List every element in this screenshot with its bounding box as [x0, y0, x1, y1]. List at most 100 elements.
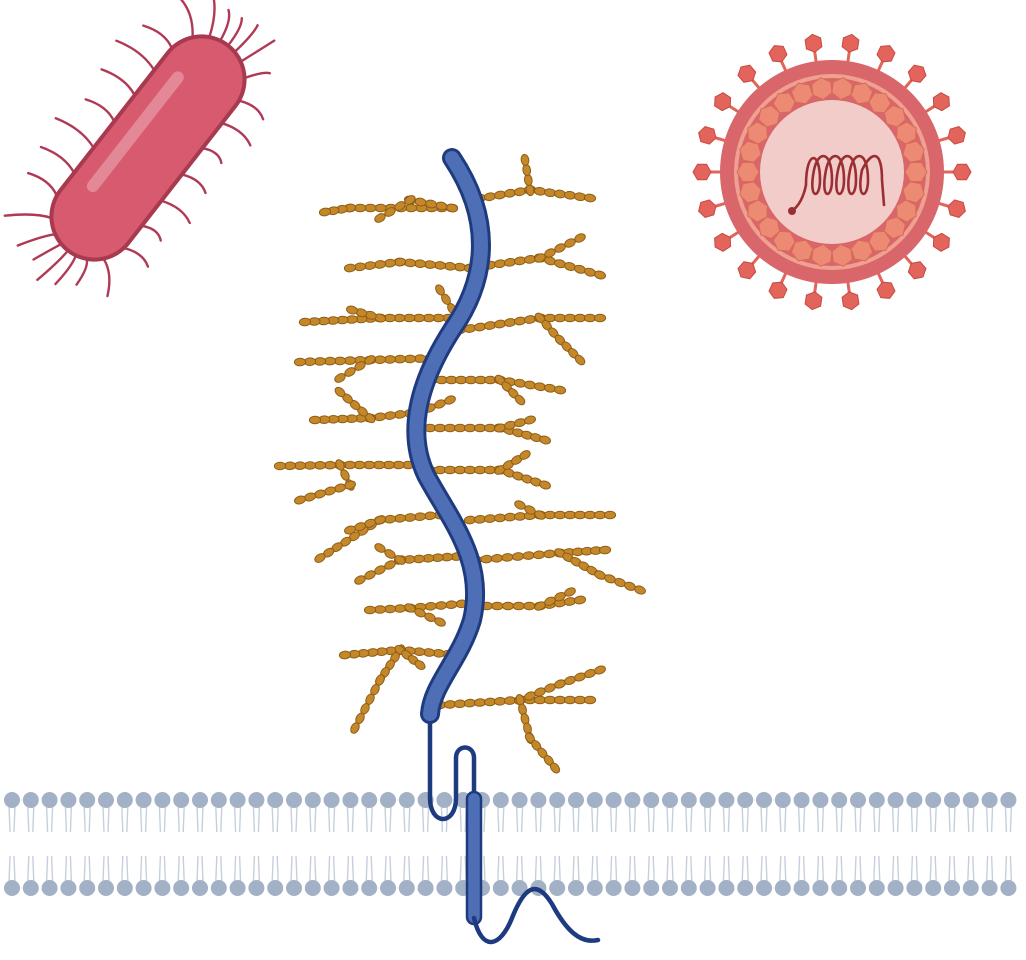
spike-head: [769, 46, 787, 62]
lipid-head: [286, 792, 302, 808]
lipid-tail: [385, 856, 391, 882]
lipid-tail: [667, 806, 673, 832]
lipid-tail: [535, 806, 541, 832]
lipid-head: [399, 880, 415, 896]
lipid-tail: [347, 806, 353, 832]
lipid-head: [662, 880, 678, 896]
lipid-head: [60, 792, 76, 808]
glycan-residue: [594, 314, 605, 322]
spike-head: [908, 65, 926, 82]
lipid-tail: [385, 806, 391, 832]
lipid-tail: [554, 806, 560, 832]
lipid-tail: [1005, 806, 1011, 832]
glycan-residue: [481, 555, 493, 564]
lipid-tail: [423, 856, 429, 882]
spike-head: [948, 200, 965, 218]
glycan-residue: [584, 696, 595, 704]
lipid-head: [267, 880, 283, 896]
lipid-head: [154, 792, 170, 808]
lipid-head: [587, 880, 603, 896]
pilus: [220, 10, 229, 41]
lipid-tail: [441, 856, 447, 882]
lipid-tail: [573, 806, 579, 832]
spike-head: [877, 46, 895, 62]
lipid-tail: [28, 806, 34, 832]
lipid-head: [436, 792, 452, 808]
spike-head: [769, 282, 787, 298]
lipid-tail: [460, 856, 466, 882]
lipid-tail: [122, 856, 128, 882]
lipid-tail: [968, 806, 974, 832]
lipid-tail: [987, 856, 993, 882]
lipid-tail: [742, 806, 748, 832]
lipid-tail: [592, 856, 598, 882]
lipid-tails: [9, 806, 1011, 882]
lipid-head: [963, 792, 979, 808]
glycan-residue: [344, 264, 356, 273]
lipid-tail: [780, 806, 786, 832]
lipid-tail: [65, 806, 71, 832]
lipid-head: [794, 792, 810, 808]
glycan-residue: [319, 207, 331, 216]
lipid-head: [342, 792, 358, 808]
lipid-head: [850, 880, 866, 896]
lipid-head: [662, 792, 678, 808]
lipid-head: [869, 792, 885, 808]
lipid-tail: [987, 806, 993, 832]
pilus: [180, 0, 192, 37]
lipid-tail: [9, 856, 15, 882]
lipid-head: [850, 792, 866, 808]
lipid-tail: [648, 806, 654, 832]
lipid-head: [869, 880, 885, 896]
lipid-tail: [817, 806, 823, 832]
lipid-head: [305, 880, 321, 896]
lipid-tail: [1005, 856, 1011, 882]
lipid-tail: [686, 806, 692, 832]
spike-head: [805, 34, 822, 52]
lipid-tail: [329, 806, 335, 832]
lipid-tail: [611, 806, 617, 832]
lipid-head: [925, 880, 941, 896]
pilus: [5, 214, 52, 218]
lipid-tail: [253, 806, 259, 832]
lipid-head: [587, 792, 603, 808]
glycan-residue: [599, 546, 611, 554]
lipid-head: [756, 792, 772, 808]
lipid-head: [982, 792, 998, 808]
lipid-tail: [799, 806, 805, 832]
glycan-residue: [294, 358, 305, 366]
lipid-tail: [272, 806, 278, 832]
glycan-residue: [365, 204, 376, 212]
lipid-head: [192, 880, 208, 896]
lipid-head: [944, 792, 960, 808]
lipid-tail: [573, 856, 579, 882]
pilus: [142, 226, 161, 241]
glycan-residue: [574, 595, 586, 604]
lipid-tail: [535, 856, 541, 882]
lipid-tail: [761, 856, 767, 882]
lipid-head: [23, 880, 39, 896]
lipid-head: [230, 880, 246, 896]
lipid-head: [775, 792, 791, 808]
glycan-residue: [445, 600, 457, 608]
lipid-head: [700, 792, 716, 808]
pilus: [86, 99, 114, 121]
glycan-residue: [446, 203, 458, 213]
lipid-head: [79, 792, 95, 808]
lipid-head: [549, 792, 565, 808]
lipid-tail: [366, 856, 372, 882]
lipid-head: [361, 792, 377, 808]
glycan-chains: [274, 154, 646, 775]
lipid-head: [136, 792, 152, 808]
lipid-tail: [216, 806, 222, 832]
lipid-head: [756, 880, 772, 896]
lipid-tail: [460, 806, 466, 832]
lipid-head: [606, 880, 622, 896]
lipid-tail: [28, 856, 34, 882]
lipid-head: [794, 880, 810, 896]
spike-head: [805, 292, 822, 310]
glycan-residue: [513, 602, 524, 610]
pilus: [161, 201, 189, 223]
lipid-head: [79, 880, 95, 896]
lipid-heads-outer-leaflet: [4, 792, 1016, 808]
